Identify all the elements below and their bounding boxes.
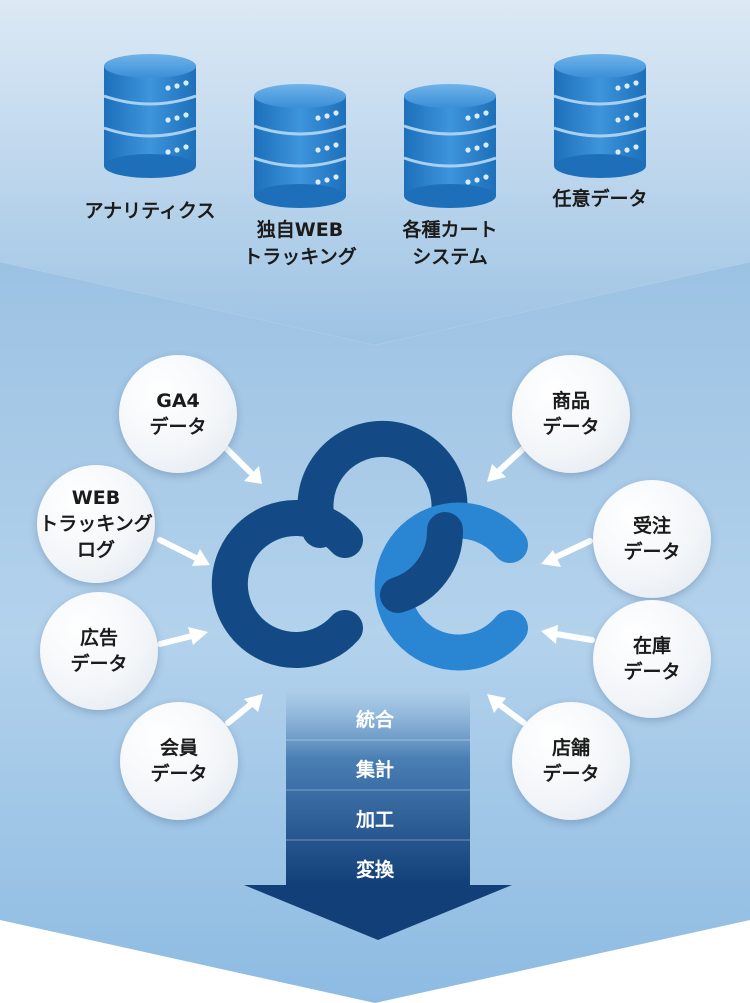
bubble-line: データ xyxy=(542,763,600,785)
bubble-line: 広告 xyxy=(79,627,118,649)
bubble-order-data: 受注 データ xyxy=(593,480,711,598)
source-label-cart-system: 各種カート システム xyxy=(370,217,530,271)
process-step-integrate: 統合 xyxy=(355,709,394,731)
process-column xyxy=(286,690,470,885)
bubble-line: データ xyxy=(70,653,128,675)
source-label-line: 独自WEB xyxy=(256,219,344,241)
source-label-line: 各種カート xyxy=(402,219,498,241)
bubble-ad-data: 広告 データ xyxy=(40,592,158,710)
bubble-product-data: 商品 データ xyxy=(512,355,630,473)
bubble-store-data: 店舗 データ xyxy=(512,702,630,820)
bubble-line: データ xyxy=(150,763,208,785)
bubble-inventory-data: 在庫 データ xyxy=(593,600,711,718)
bubble-line: データ xyxy=(623,541,681,563)
source-label-line: トラッキング xyxy=(243,246,357,268)
source-label-any-data: 任意データ xyxy=(520,186,680,213)
process-step-aggregate: 集計 xyxy=(355,759,394,781)
source-label-analytics: アナリティクス xyxy=(70,198,230,225)
bubble-line: トラッキング xyxy=(39,513,153,535)
process-step-convert: 変換 xyxy=(355,859,394,881)
bubble-ga4-data: GA4 データ xyxy=(119,355,237,473)
bubble-line: 在庫 xyxy=(632,635,671,657)
source-label-line: アナリティクス xyxy=(84,200,216,222)
bubble-line: ログ xyxy=(76,539,115,561)
connector-arrows xyxy=(157,443,595,726)
cloud-ring-logo-icon xyxy=(211,420,528,671)
bubble-line: データ xyxy=(149,416,207,438)
bubble-line: WEB xyxy=(71,487,121,509)
bubble-line: データ xyxy=(623,661,681,683)
bubble-line: 会員 xyxy=(159,737,198,759)
bubble-line: 店舗 xyxy=(551,737,590,759)
bubble-web-tracking-log: WEB トラッキング ログ xyxy=(37,465,155,583)
bubble-line: データ xyxy=(542,416,600,438)
bubble-line: 受注 xyxy=(632,515,671,537)
bubble-line: GA4 xyxy=(156,390,200,412)
source-label-line: 任意データ xyxy=(552,188,648,210)
source-label-web-tracking: 独自WEB トラッキング xyxy=(220,217,380,271)
bubble-line: 商品 xyxy=(551,390,590,412)
source-label-line: システム xyxy=(412,246,488,268)
process-arrow-head xyxy=(244,885,512,940)
process-step-process: 加工 xyxy=(355,809,394,831)
bubble-member-data: 会員 データ xyxy=(120,702,238,820)
